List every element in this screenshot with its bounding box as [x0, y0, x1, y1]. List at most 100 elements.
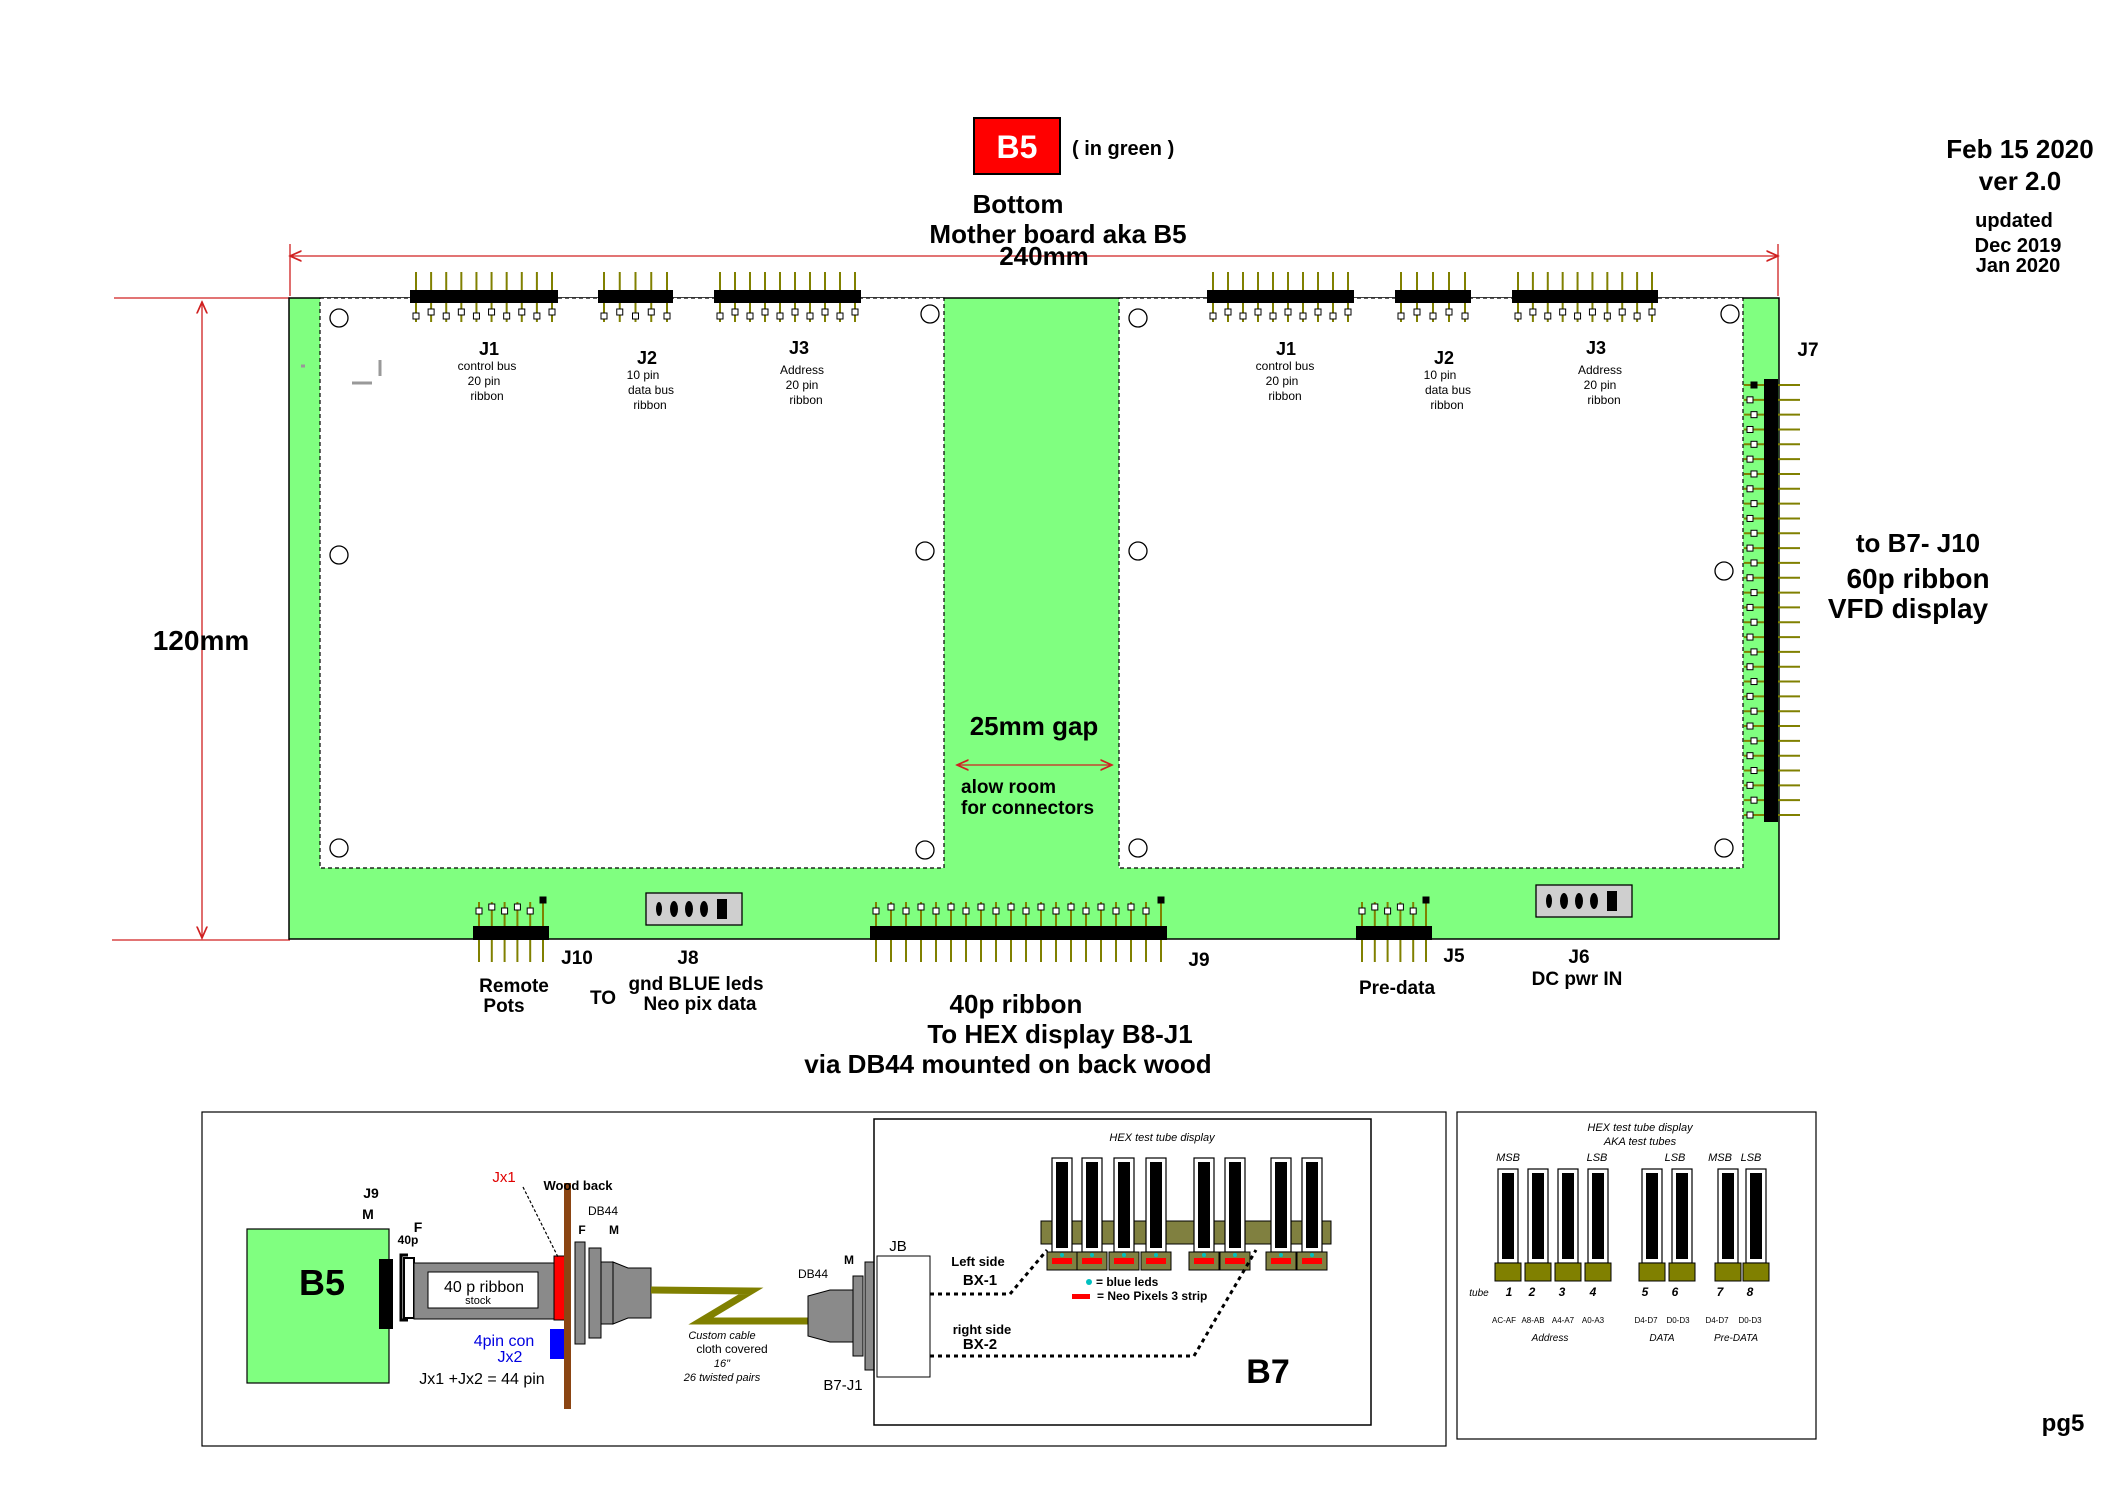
wood-label: Wood back [543, 1178, 613, 1193]
b7-test-tube [1140, 1157, 1172, 1271]
j9-desc-2: To HEX display B8-J1 [927, 1019, 1192, 1049]
db44-female [574, 1241, 586, 1345]
j6-desc-1: DC pwr IN [1532, 969, 1623, 990]
updated-label: updated [1975, 210, 2053, 232]
b5-mini-board [246, 1228, 390, 1384]
cable-note-2: cloth covered [696, 1342, 767, 1356]
b5-badge [973, 117, 1061, 175]
board-title-2: Mother board aka B5 [929, 219, 1186, 249]
group-data: DATA [1649, 1333, 1675, 1344]
group-address: Address [1531, 1333, 1569, 1344]
left-j3-desc2: 20 pin [786, 378, 819, 392]
left-j1-desc: control bus [458, 359, 517, 373]
tube-s7: D4-D7 [1705, 1316, 1729, 1325]
db44-male [588, 1247, 602, 1339]
left-j1-label: J1 [479, 339, 499, 359]
tube-s2: A8-AB [1521, 1316, 1544, 1325]
msb-2: MSB [1708, 1152, 1732, 1164]
gap-note-2: for connectors [961, 798, 1094, 819]
tube-s8: D0-D3 [1738, 1316, 1762, 1325]
bx2-label: BX-2 [963, 1336, 997, 1353]
date-label: Feb 15 2020 [1946, 134, 2093, 164]
tube-n2: 2 [1528, 1285, 1536, 1299]
jx2-label-2: Jx2 [498, 1349, 523, 1366]
right-j1-label: J1 [1276, 339, 1296, 359]
tube-n7: 7 [1717, 1285, 1725, 1299]
j10-header [473, 896, 549, 962]
lsb-1: LSB [1587, 1152, 1608, 1164]
info-test-tube [1584, 1168, 1612, 1282]
ribbon-female-plug [399, 1253, 408, 1322]
jx2-label-1: 4pin con [474, 1333, 535, 1350]
info-test-tube [1714, 1168, 1742, 1282]
right-daughter-area [1118, 297, 1744, 869]
right-j2-desc: 10 pin [1424, 368, 1457, 382]
j5-desc-1: Pre-data [1359, 978, 1435, 999]
cable-note-3: 16" [714, 1358, 731, 1370]
j9-header [870, 896, 1167, 962]
j7-to-1: to B7- J10 [1856, 528, 1980, 558]
width-dim-label: 240mm [999, 241, 1089, 271]
info-test-tube [1494, 1168, 1522, 1282]
left-j2-desc2: data bus [628, 383, 674, 397]
version-label: ver 2.0 [1979, 166, 2061, 196]
jx-total: Jx1 +Jx2 = 44 pin [419, 1371, 544, 1388]
j10-desc-1: Remote [479, 976, 549, 997]
page-number: pg5 [2042, 1410, 2085, 1437]
j7-connector [1744, 379, 1800, 822]
tube-s6: D0-D3 [1666, 1316, 1690, 1325]
db44-label: DB44 [588, 1204, 618, 1218]
msb-1: MSB [1496, 1152, 1520, 1164]
right-j3-header [1512, 272, 1658, 322]
legend-blue: = blue leds [1096, 1275, 1159, 1289]
info-test-tube [1668, 1168, 1696, 1282]
lsb-3: LSB [1741, 1152, 1762, 1164]
b7-test-tube [1265, 1157, 1297, 1271]
tube-n6: 6 [1672, 1285, 1679, 1299]
db44-b-label: DB44 [798, 1267, 828, 1281]
jx1-label: Jx1 [492, 1169, 515, 1186]
db44-b7-side [807, 1289, 854, 1343]
hex-title: HEX test tube display [1109, 1132, 1216, 1144]
info-test-tube [1524, 1168, 1552, 1282]
wood-back [564, 1183, 571, 1409]
db44-m: M [609, 1223, 619, 1237]
jb-label: JB [889, 1238, 907, 1255]
j8-desc-1: gnd BLUE leds [628, 974, 763, 995]
group-predata: Pre-DATA [1714, 1333, 1758, 1344]
bx2-wire [930, 1249, 1258, 1358]
left-j2-header [598, 272, 673, 322]
cp-j9: J9 [363, 1185, 379, 1201]
j10-desc-2: Pots [483, 996, 524, 1017]
b7-test-tube [1188, 1157, 1220, 1271]
left-j1-desc2: 20 pin [468, 374, 501, 388]
b7-test-tube [1296, 1157, 1328, 1271]
tube-s4: A0-A3 [1582, 1316, 1605, 1325]
left-j2-desc3: ribbon [633, 398, 666, 412]
tube-n5: 5 [1642, 1285, 1649, 1299]
left-j3-header [714, 272, 861, 322]
j10-label: J10 [561, 948, 593, 969]
right-j1-desc3: ribbon [1268, 389, 1301, 403]
board-title-1: Bottom [973, 189, 1064, 219]
info-test-tube [1638, 1168, 1666, 1282]
left-j3-desc: Address [780, 363, 824, 377]
db44-b-m: M [844, 1253, 854, 1267]
jb-connector [876, 1255, 931, 1378]
j6-label: J6 [1568, 947, 1589, 968]
info-test-tube [1554, 1168, 1582, 1282]
jx2-connector [550, 1329, 564, 1359]
custom-cable [650, 1286, 808, 1325]
legend-blue-dot [1086, 1279, 1092, 1285]
to-label: TO [590, 988, 616, 1009]
cp-m: M [362, 1206, 374, 1222]
j8-label: J8 [677, 948, 698, 969]
tube-n3: 3 [1559, 1285, 1566, 1299]
right-j3-desc: Address [1578, 363, 1622, 377]
cable-note-4: 26 twisted pairs [683, 1372, 761, 1384]
height-dim-label: 120mm [153, 625, 250, 656]
tube-panel-title-2: AKA test tubes [1603, 1136, 1677, 1148]
updated-date-2: Jan 2020 [1976, 255, 2061, 277]
right-j2-desc3: ribbon [1430, 398, 1463, 412]
